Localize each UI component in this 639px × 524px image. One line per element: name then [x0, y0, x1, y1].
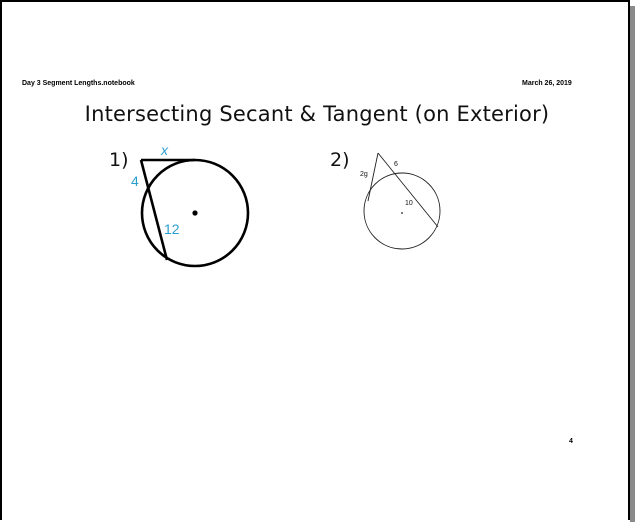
problem-2-label-6: 6 — [394, 161, 398, 168]
problem-1-number: 1) — [109, 149, 129, 171]
problem-2-circle — [363, 172, 441, 250]
problem-2-number: 2) — [330, 149, 350, 171]
problem-2-label-10: 10 — [405, 200, 413, 207]
problem-2-secant-line — [377, 152, 439, 228]
problem-1-center-dot — [192, 210, 198, 216]
problem-2-label-2g: 2g — [360, 171, 368, 178]
notebook-page: Day 3 Segment Lengths.notebook March 26,… — [0, 0, 630, 520]
problem-1-label-4: 4 — [131, 173, 139, 189]
problem-1-secant-line — [139, 159, 169, 261]
problem-2-tangent-line — [367, 152, 379, 202]
page-number: 4 — [569, 438, 573, 445]
problem-1-label-12: 12 — [164, 221, 180, 237]
problem-1-label-x: x — [160, 142, 169, 158]
page-title: Intersecting Secant & Tangent (on Exteri… — [84, 102, 550, 126]
notebook-filename: Day 3 Segment Lengths.notebook — [22, 80, 135, 87]
page-shadow — [630, 6, 635, 522]
problem-2-center-dot — [401, 212, 403, 214]
notebook-date: March 26, 2019 — [522, 80, 572, 87]
